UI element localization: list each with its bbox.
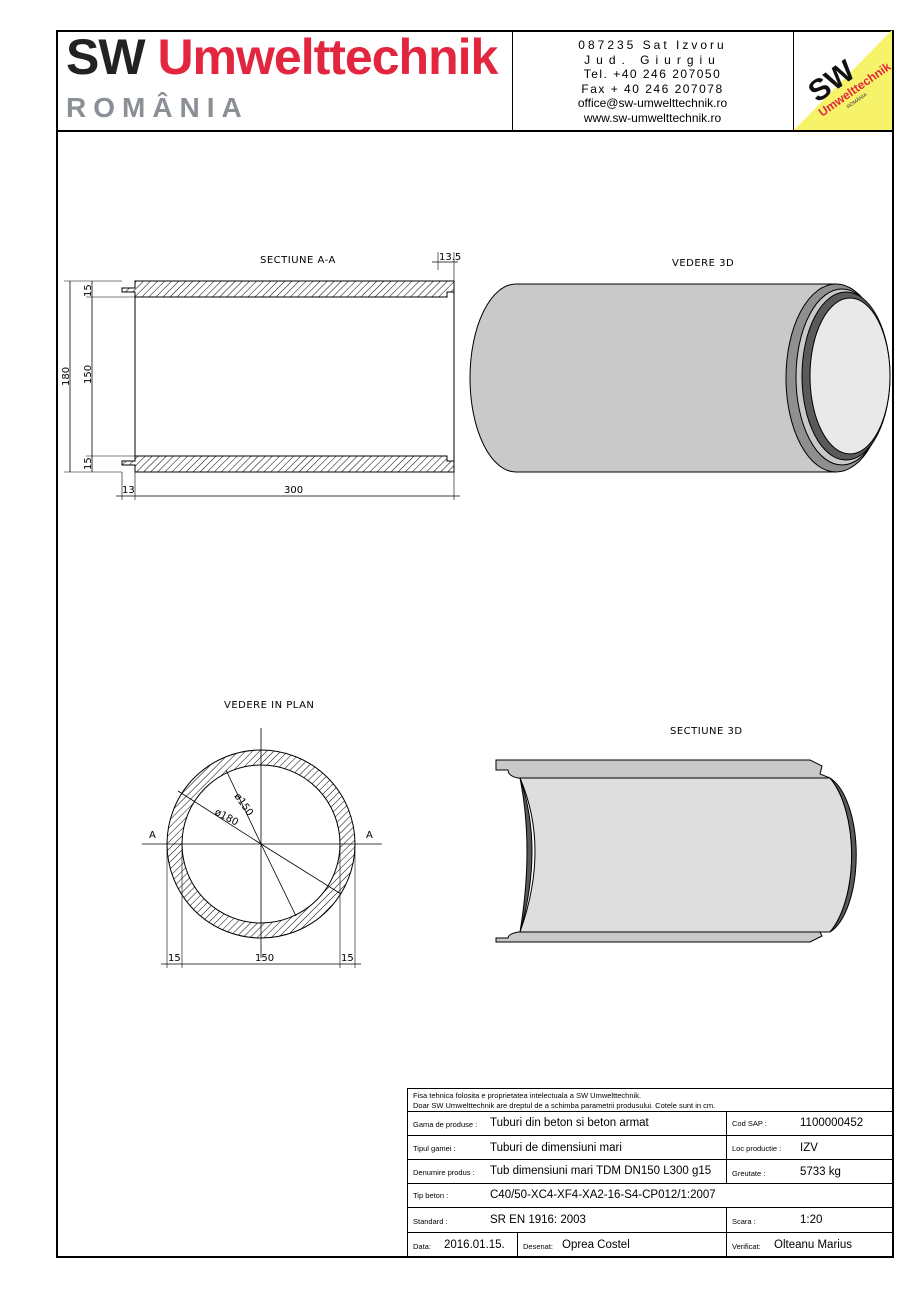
tb-desenat-value: Oprea Costel	[562, 1239, 630, 1251]
brand-name: Umwelttechnik	[157, 29, 498, 85]
section-aa-title: SECTIUNE A-A	[260, 255, 336, 266]
plan-inner: 150	[255, 953, 274, 964]
dim-inner: 150	[83, 365, 94, 384]
tb-row-gama: Gama de produse : Tuburi din beton si be…	[408, 1112, 894, 1136]
plan-view-title: VEDERE IN PLAN	[224, 700, 315, 711]
contact-block: 087235 Sat Izvoru Jud. Giurgiu Tel. +40 …	[512, 30, 794, 130]
tb-row-den: Denumire produs : Tub dimensiuni mari TD…	[408, 1160, 894, 1184]
drawing-frame	[56, 30, 894, 1258]
tb-note1: Fisa tehnica folosita e proprietatea int…	[413, 1091, 642, 1100]
tb-greut-label: Greutate :	[732, 1169, 766, 1178]
tb-std-label: Standard :	[413, 1217, 448, 1226]
section-3d-title: SECTIUNE 3D	[670, 726, 743, 737]
company-logo: SW Umwelttechnik ROMÂNIA	[794, 30, 892, 130]
dim-wall-bottom: 15	[83, 457, 94, 470]
brand-sw: SW	[66, 29, 146, 85]
contact-address: 087235 Sat Izvoru	[578, 38, 727, 52]
top-wall	[121, 280, 455, 298]
header: SW Umwelttechnik ROMÂNIA 087235 Sat Izvo…	[56, 28, 894, 132]
brand-block: SW Umwelttechnik ROMÂNIA	[56, 28, 513, 130]
view-3d-title: VEDERE 3D	[672, 258, 735, 269]
contact-web[interactable]: www.sw-umwelttechnik.ro	[583, 110, 722, 125]
contact-fax: Fax + 40 246 207078	[581, 81, 724, 96]
plan-view-drawing: ø150 ø180 A A 15 150 15	[142, 728, 382, 968]
tb-greut-value: 5733 kg	[800, 1166, 841, 1178]
plan-wall-right: 15	[341, 953, 354, 964]
tb-tip-value: Tuburi de dimensiuni mari	[490, 1142, 622, 1154]
tb-den-label: Denumire produs :	[413, 1168, 475, 1177]
tb-notes: Fisa tehnica folosita e proprietatea int…	[408, 1089, 894, 1112]
tb-gama-label: Gama de produse :	[413, 1120, 478, 1129]
dim-outer: 180	[61, 367, 72, 386]
tb-beton-value: C40/50-XC4-XF4-XA2-16-S4-CP012/1:2007	[490, 1189, 716, 1201]
tb-scara-label: Scara :	[732, 1217, 756, 1226]
tb-row-tip: Tipul gamei : Tuburi de dimensiuni mari …	[408, 1136, 894, 1160]
section-3d-drawing	[495, 759, 857, 943]
tb-std-value: SR EN 1916: 2003	[490, 1214, 586, 1226]
section-aa-drawing: 13.5 15 150 180 15 13 300	[61, 252, 461, 500]
tb-tip-label: Tipul gamei :	[413, 1144, 456, 1153]
dim-length: 300	[284, 485, 303, 496]
tb-scara-value: 1:20	[800, 1214, 823, 1226]
tb-data-value: 2016.01.15.	[444, 1239, 505, 1251]
tb-row-std: Standard : SR EN 1916: 2003 Scara : 1:20	[408, 1208, 894, 1233]
tb-note2: Doar SW Umwelttechnik are dreptul de a s…	[413, 1101, 716, 1110]
title-block: Fisa tehnica folosita e proprietatea int…	[407, 1088, 894, 1258]
plan-cut-right: A	[366, 830, 373, 841]
tb-row-data: Data: 2016.01.15. Desenat: Oprea Costel …	[408, 1233, 894, 1258]
view-3d-drawing	[469, 283, 891, 473]
tb-desenat-label: Desenat:	[523, 1242, 554, 1251]
tb-row-beton: Tip beton : C40/50-XC4-XF4-XA2-16-S4-CP0…	[408, 1184, 894, 1208]
contact-phone: Tel. +40 246 207050	[583, 67, 722, 81]
dim-spigot: 13	[122, 485, 135, 496]
plan-cut-left: A	[149, 830, 156, 841]
brand-wordmark: SW Umwelttechnik	[66, 28, 498, 86]
tb-cod-value: 1100000452	[800, 1117, 864, 1129]
dim-wall-top: 15	[83, 284, 94, 297]
brand-country: ROMÂNIA	[66, 92, 249, 123]
tb-verificat-label: Verificat:	[732, 1242, 761, 1251]
tb-loc-value: IZV	[800, 1142, 818, 1154]
tb-beton-label: Tip beton :	[413, 1191, 449, 1200]
tb-den-value: Tub dimensiuni mari TDM DN150 L300 g15	[490, 1165, 712, 1177]
plan-wall-left: 15	[168, 953, 181, 964]
dim-top-offset: 13.5	[439, 252, 461, 263]
tb-loc-label: Loc productie :	[732, 1144, 782, 1153]
contact-county: Jud. Giurgiu	[584, 52, 721, 67]
tb-gama-value: Tuburi din beton si beton armat	[490, 1117, 649, 1129]
tb-verificat-value: Olteanu Marius	[774, 1239, 852, 1251]
bottom-wall	[121, 455, 455, 473]
tb-cod-label: Cod SAP :	[732, 1119, 767, 1128]
tb-data-label: Data:	[413, 1242, 431, 1251]
contact-email[interactable]: office@sw-umwelttechnik.ro	[577, 96, 728, 110]
